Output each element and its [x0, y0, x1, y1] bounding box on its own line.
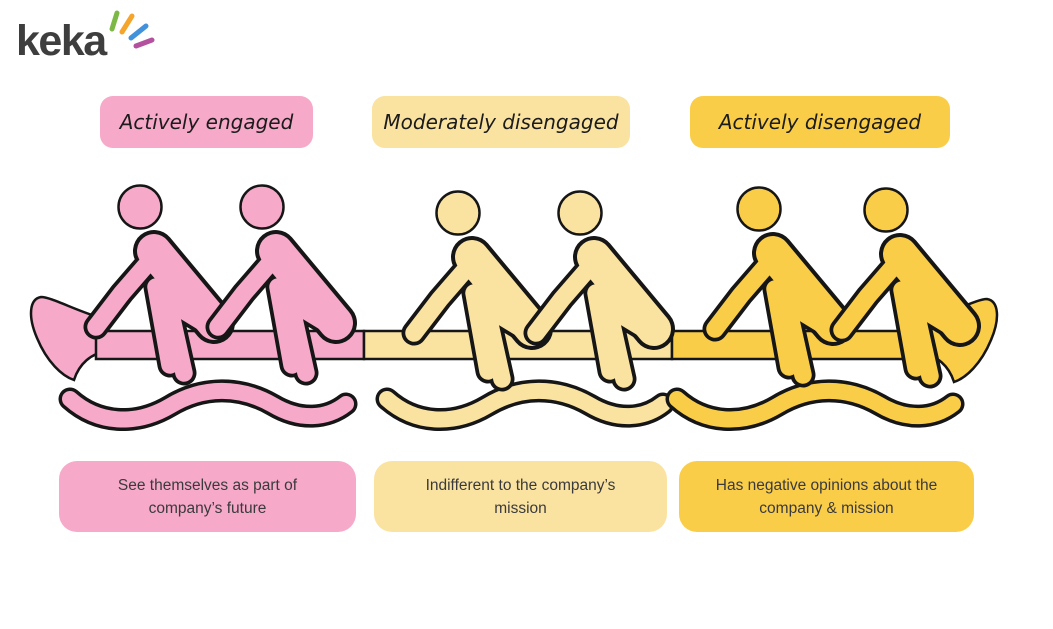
- description-actively-engaged: See themselves as part of company’s futu…: [59, 461, 356, 532]
- label-moderately-disengaged: Moderately disengaged: [372, 96, 630, 148]
- water-wave-gold: [665, 379, 965, 432]
- keka-logo: keka: [16, 10, 155, 62]
- water-wave-pink: [58, 379, 358, 432]
- sparkle-green-icon: [109, 10, 120, 32]
- description-line: company & mission: [759, 499, 894, 517]
- description-moderately-disengaged: Indifferent to the company’s mission: [374, 461, 667, 532]
- sparkle-blue-icon: [128, 23, 149, 41]
- water-wave-lightyellow: [375, 379, 675, 432]
- description-line: mission: [494, 499, 547, 517]
- sparkle-orange-icon: [119, 13, 135, 35]
- label-text: Actively engaged: [119, 110, 294, 134]
- rowing-team-illustration: [29, 170, 999, 432]
- description-line: Has negative opinions about the: [715, 476, 938, 494]
- keka-logo-text: keka: [16, 17, 108, 62]
- description-line: company’s future: [148, 499, 267, 517]
- sparkle-purple-icon: [133, 37, 155, 49]
- label-actively-engaged: Actively engaged: [100, 96, 313, 148]
- description-line: See themselves as part of: [117, 476, 298, 494]
- description-actively-disengaged: Has negative opinions about the company …: [679, 461, 974, 532]
- label-text: Moderately disengaged: [383, 110, 619, 134]
- label-actively-disengaged: Actively disengaged: [690, 96, 950, 148]
- label-text: Actively disengaged: [718, 110, 922, 134]
- description-line: Indifferent to the company’s: [425, 476, 616, 494]
